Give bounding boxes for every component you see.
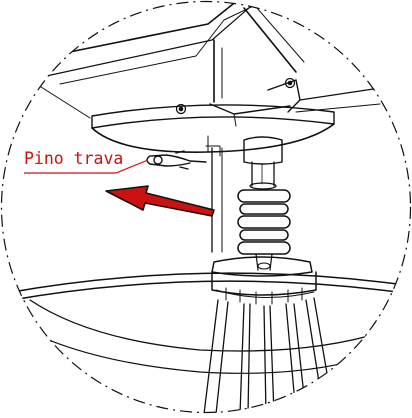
base-hub: [211, 253, 317, 305]
bellows-spring: [237, 189, 291, 255]
callout-leader-line: [24, 159, 149, 174]
callout-label-lock-pin: Pino trava: [24, 149, 124, 168]
seat-plate: [91, 104, 335, 157]
base-legs: [203, 297, 335, 413]
seat-frame: [19, 1, 381, 127]
gas-cylinder: [211, 136, 283, 253]
screw-icon: [175, 77, 296, 115]
lock-pin-icon: [146, 150, 207, 170]
base-tray: [1, 272, 411, 374]
direction-arrow: [105, 185, 215, 217]
